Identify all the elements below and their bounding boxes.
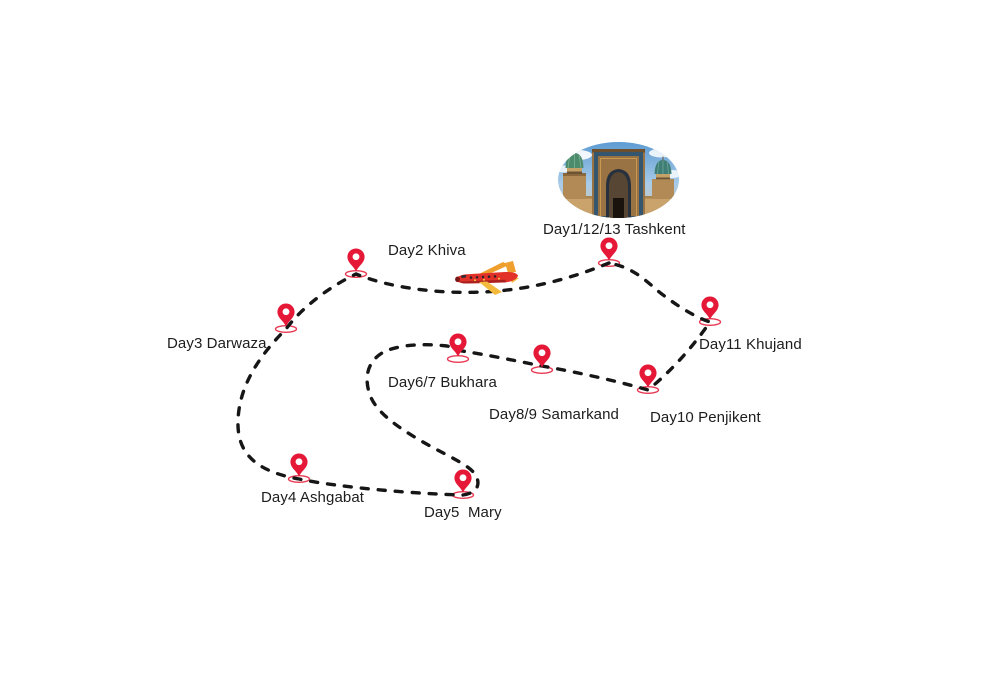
- photo-right-drum-band: [656, 177, 670, 180]
- photo-right-drum: [656, 173, 670, 180]
- plane-star-dot: [483, 278, 485, 281]
- plane-window: [487, 275, 491, 278]
- plane-nose: [455, 276, 460, 283]
- stop-label-samarkand: Day8/9 Samarkand: [489, 406, 620, 423]
- map-pin-icon-bukhara: [449, 333, 467, 357]
- photo-left-drum: [567, 166, 582, 174]
- tashkent-madrasah-photo: [558, 142, 679, 218]
- stop-label-khujand: Day11 Khujand: [699, 336, 802, 353]
- plane-top-wing: [480, 262, 509, 274]
- photo-left-drum-band: [567, 171, 582, 174]
- plane-cockpit-window: [461, 274, 467, 278]
- plane-tail-fin: [505, 261, 516, 273]
- photo-tile-frame: [594, 152, 643, 218]
- stop-label-ashgabat: Day4 Ashgabat: [261, 489, 365, 506]
- map-pin-icon-samarkand: [533, 344, 551, 368]
- plane-star-dot: [474, 279, 476, 282]
- photo-left-tower-cornice: [563, 173, 586, 176]
- plane-window: [481, 275, 485, 279]
- map-pin-icon-khujand: [701, 296, 719, 320]
- photo-doorway: [613, 198, 624, 218]
- map-pin-icon-khiva: [347, 248, 365, 272]
- photo-inner-frame: [600, 158, 637, 218]
- route-path: [236, 261, 713, 497]
- pin-base-ellipse-bukhara: [446, 355, 470, 364]
- stop-label-bukhara: Day6/7 Bukhara: [388, 374, 497, 391]
- stop-label-darwaza: Day3 Darwaza: [167, 335, 267, 352]
- stop-label-penjikent: Day10 Penjikent: [650, 409, 761, 426]
- plane-window: [493, 275, 497, 278]
- plane-bottom-wing: [479, 281, 502, 295]
- stop-label-mary: Day5 Mary: [424, 504, 502, 521]
- plane-window: [469, 276, 473, 279]
- map-pin-icon-ashgabat: [290, 453, 308, 477]
- photo-right-finial: [662, 156, 664, 161]
- stop-label-khiva: Day2 Khiva: [388, 242, 466, 259]
- stop-label-tashkent: Day1/12/13 Tashkent: [543, 221, 686, 238]
- photo-right-dome-ribs: [657, 160, 669, 175]
- photo-side-arch: [661, 210, 669, 218]
- photo-portal-cornice: [592, 149, 645, 153]
- plane-belly-stripe: [459, 279, 506, 284]
- photo-left-tower: [563, 173, 586, 199]
- plane-star-dot: [498, 277, 500, 280]
- plane-window: [475, 276, 479, 279]
- photo-right-tower: [652, 179, 674, 199]
- map-pin-icon-mary: [454, 469, 472, 493]
- airplane-icon: [455, 261, 519, 295]
- photo-left-finial: [574, 149, 576, 154]
- photo-side-arch: [566, 210, 574, 218]
- photo-cloud: [649, 148, 673, 158]
- map-pin-icon-tashkent: [600, 237, 618, 261]
